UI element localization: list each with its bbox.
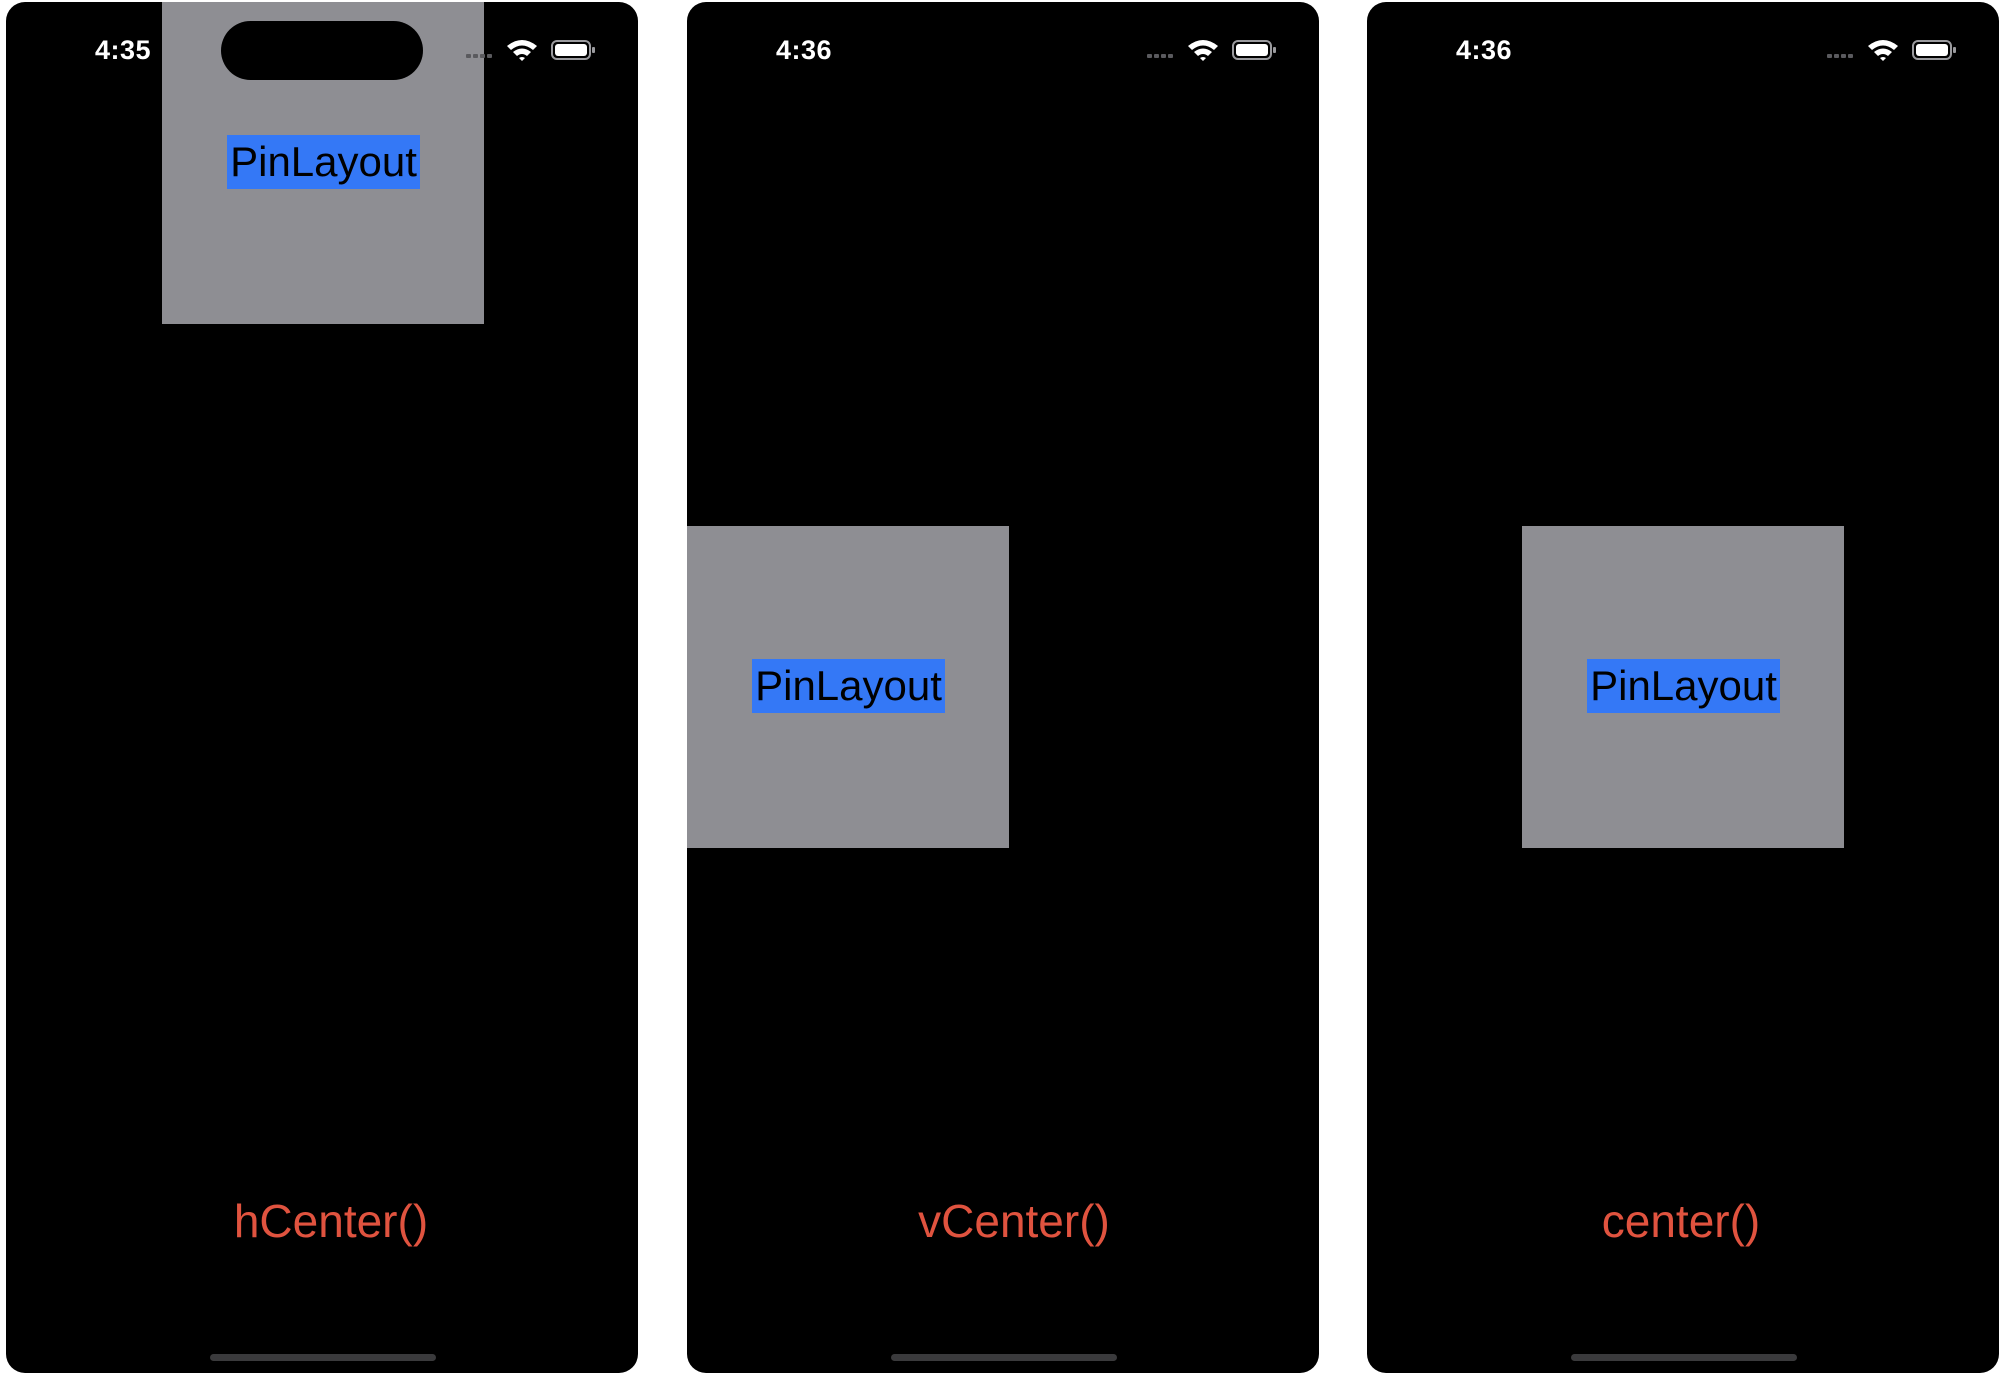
status-icons: [458, 38, 598, 62]
battery-icon: [1232, 40, 1276, 60]
wifi-icon: [507, 40, 537, 61]
phone-screen-vcenter: PinLayout 4:36: [687, 2, 1319, 1373]
dynamic-island: [221, 21, 423, 80]
gray-box: PinLayout: [687, 526, 1009, 848]
status-icons: [1139, 38, 1279, 62]
caption: vCenter(): [918, 1195, 1110, 1247]
cellular-signal-icon: [466, 54, 492, 58]
wifi-icon: [1188, 40, 1218, 61]
pinlayout-label: PinLayout: [752, 659, 945, 713]
wifi-icon: [1868, 40, 1898, 61]
status-time: 4:35: [94, 35, 152, 65]
caption: hCenter(): [233, 1195, 429, 1247]
status-icons: [1819, 38, 1959, 62]
home-indicator[interactable]: [210, 1354, 436, 1361]
pinlayout-label: PinLayout: [227, 135, 420, 189]
cellular-signal-icon: [1147, 54, 1173, 58]
battery-icon: [1912, 40, 1956, 60]
status-time: 4:36: [1455, 35, 1513, 65]
phone-screen-center: PinLayout 4:36: [1367, 2, 1999, 1373]
gray-box: PinLayout: [1522, 526, 1844, 848]
status-time: 4:36: [775, 35, 833, 65]
cellular-signal-icon: [1827, 54, 1853, 58]
pinlayout-label: PinLayout: [1587, 659, 1780, 713]
caption: center(): [1601, 1195, 1761, 1247]
phone-screen-hcenter: PinLayout 4:35: [6, 2, 638, 1373]
home-indicator[interactable]: [891, 1354, 1117, 1361]
battery-icon: [551, 40, 595, 60]
home-indicator[interactable]: [1571, 1354, 1797, 1361]
